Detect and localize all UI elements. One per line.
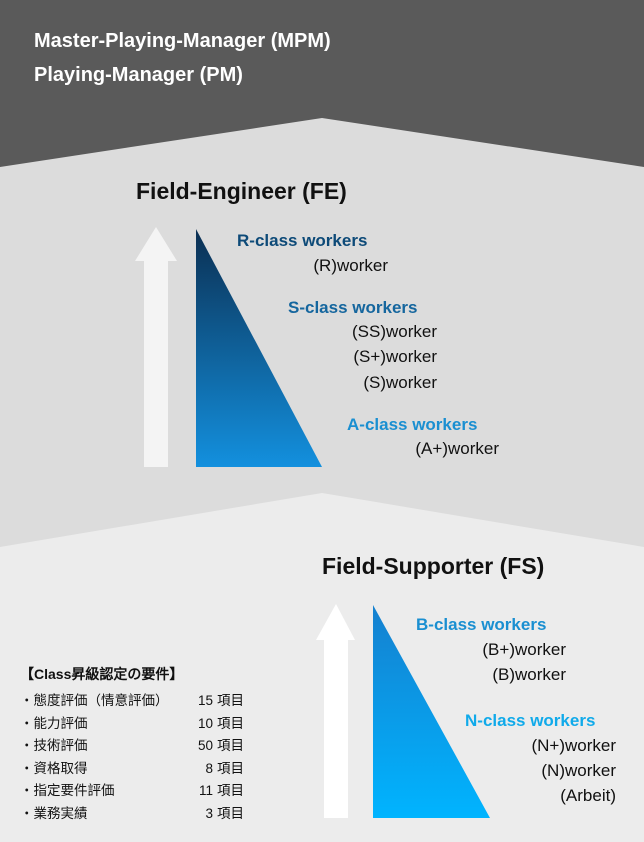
requirement-row: ・業務実績 3 項目 bbox=[20, 803, 250, 826]
n-worker: (N)worker bbox=[541, 761, 616, 780]
b-class-heading: B-class workers bbox=[416, 615, 547, 634]
a-plus-worker: (A+)worker bbox=[415, 439, 499, 458]
b-worker: (B)worker bbox=[492, 665, 566, 684]
requirement-count: 8 bbox=[205, 760, 213, 776]
requirement-name: ・指定要件評価 bbox=[20, 783, 115, 798]
management-band bbox=[0, 0, 644, 167]
requirement-count: 15 bbox=[197, 693, 213, 708]
requirement-name: ・技術評価 bbox=[20, 738, 88, 753]
requirement-row: ・指定要件評価 11 項目 bbox=[20, 780, 250, 803]
requirement-unit: 項目 bbox=[217, 693, 244, 708]
pm-title: Playing-Manager (PM) bbox=[34, 64, 243, 86]
requirement-name: ・態度評価（情意評価） bbox=[20, 693, 169, 708]
s-class-heading: S-class workers bbox=[288, 298, 418, 317]
n-plus-worker: (N+)worker bbox=[531, 736, 616, 755]
requirement-unit: 項目 bbox=[217, 715, 244, 731]
requirement-name: ・業務実績 bbox=[20, 805, 88, 821]
n-class-heading: N-class workers bbox=[465, 711, 596, 730]
s-worker: (S)worker bbox=[363, 373, 437, 392]
r-worker: (R)worker bbox=[313, 256, 388, 275]
requirement-row: ・資格取得 8 項目 bbox=[20, 758, 250, 781]
requirement-unit: 項目 bbox=[217, 805, 244, 821]
requirement-unit: 項目 bbox=[217, 783, 244, 798]
requirements-title: 【Class昇級認定の要件】 bbox=[20, 666, 184, 682]
fs-up-arrow-icon bbox=[316, 604, 355, 818]
arbeit-worker: (Arbeit) bbox=[560, 786, 616, 805]
requirement-name: ・資格取得 bbox=[20, 760, 88, 776]
fs-title: Field-Supporter (FS) bbox=[322, 553, 545, 579]
requirement-count: 10 bbox=[197, 715, 213, 731]
b-plus-worker: (B+)worker bbox=[482, 640, 566, 659]
requirement-unit: 項目 bbox=[217, 738, 244, 753]
fe-triangle bbox=[196, 229, 322, 467]
fs-triangle bbox=[373, 605, 490, 818]
r-class-heading: R-class workers bbox=[237, 231, 368, 250]
mpm-title: Master-Playing-Manager (MPM) bbox=[34, 30, 331, 52]
requirement-row: ・技術評価 50 項目 bbox=[20, 735, 250, 758]
ss-worker: (SS)worker bbox=[351, 322, 437, 341]
requirement-row: ・能力評価 10 項目 bbox=[20, 713, 250, 736]
a-class-heading: A-class workers bbox=[347, 415, 478, 434]
s-plus-worker: (S+)worker bbox=[353, 347, 437, 366]
requirement-count: 50 bbox=[197, 738, 213, 753]
fe-title: Field-Engineer (FE) bbox=[136, 178, 347, 204]
requirement-count: 11 bbox=[198, 783, 213, 798]
requirement-name: ・能力評価 bbox=[20, 715, 88, 731]
requirement-row: ・態度評価（情意評価） 15 項目 bbox=[20, 690, 250, 713]
requirement-unit: 項目 bbox=[217, 760, 244, 776]
requirement-count: 3 bbox=[205, 805, 213, 821]
requirements-list: ・態度評価（情意評価） 15 項目 ・能力評価 10 項目 ・技術評価 50 項… bbox=[20, 690, 250, 825]
fe-up-arrow-icon bbox=[135, 227, 177, 467]
